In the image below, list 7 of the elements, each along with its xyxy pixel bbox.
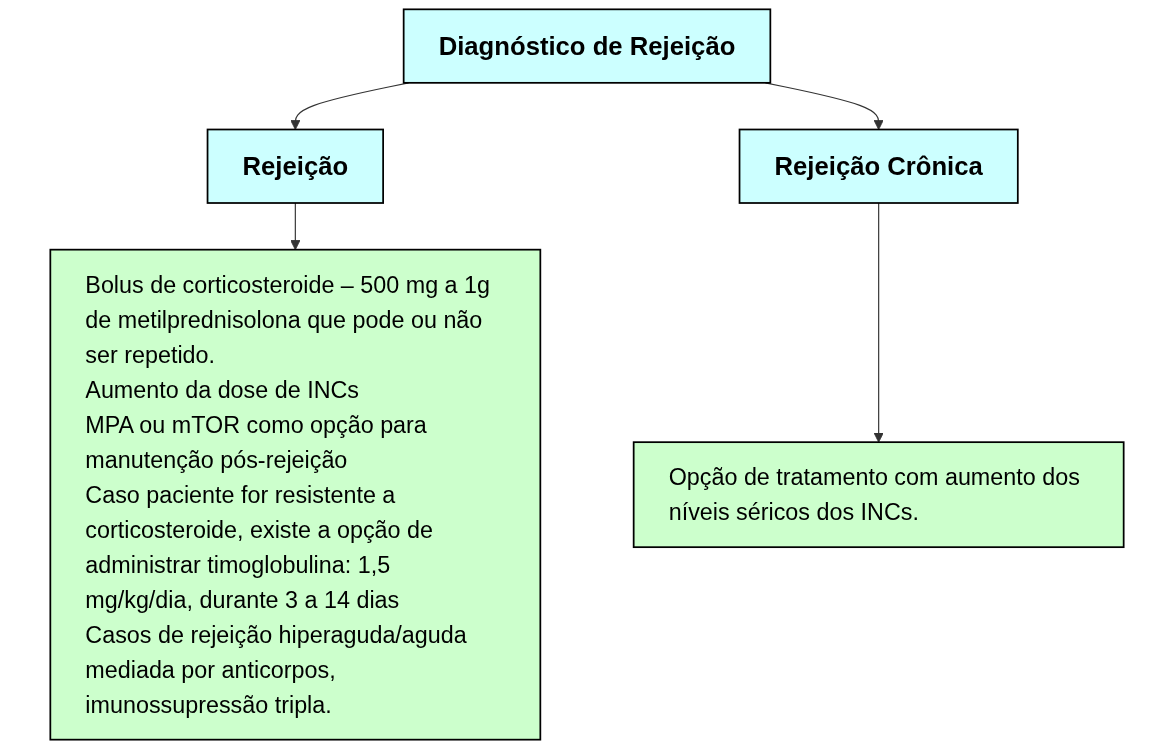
node-box: Rejeição Crônica [738,128,1019,204]
node-box: Opção de tratamento com aumento dos níveis séricos dos INCs. [632,441,1125,549]
node-box: Rejeição [206,128,384,204]
node-box: Bolus de corticosteroide – 500 mg a 1g de metilprednisolona que pode ou não ser repetido. Aumento da dose de INCs MPA ou mTOR como opção para manutenção pós-rejeição Caso paciente for resistente a corticosteroide, existe a opção de administrar timoglobulina: 1,5 mg/kg/dia, durante 3 a 14 dias Casos de rejeição hiperaguda/aguda mediada por anticorpos, imunossupressão tripla. [49,248,542,741]
arrow [290,202,301,251]
arrow [873,202,884,443]
node-box: Diagnóstico de Rejeição [402,8,772,84]
